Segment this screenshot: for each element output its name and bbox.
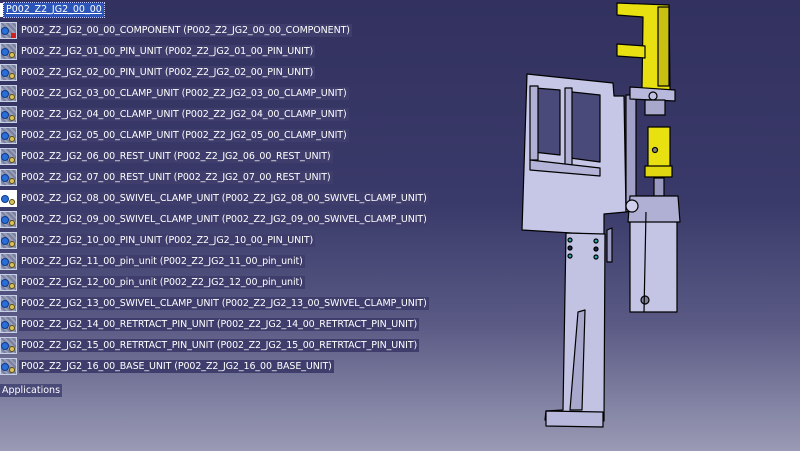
tree-item-label[interactable]: P002_Z2_JG2_06_00_REST_UNIT (P002_Z2_JG2… [19,149,333,163]
tree-item-05-clamp-unit[interactable]: P002_Z2_JG2_05_00_CLAMP_UNIT (P002_Z2_JG… [0,125,349,145]
tree-item-00-component[interactable]: P002_Z2_JG2_00_00_COMPONENT (P002_Z2_JG2… [0,20,352,40]
tree-item-13-swivel-clamp-unit[interactable]: P002_Z2_JG2_13_00_SWIVEL_CLAMP_UNIT (P00… [0,293,429,313]
tree-item-12-pin-unit[interactable]: P002_Z2_JG2_12_00_pin_unit (P002_Z2_JG2_… [0,272,305,292]
product-icon [0,42,17,60]
tree-item-label[interactable]: P002_Z2_JG2_07_00_REST_UNIT (P002_Z2_JG2… [19,170,333,184]
product-icon [0,252,17,270]
tree-item-06-rest-unit[interactable]: P002_Z2_JG2_06_00_REST_UNIT (P002_Z2_JG2… [0,146,333,166]
product-icon [0,84,17,102]
tree-item-15-retract-pin-unit[interactable]: P002_Z2_JG2_15_00_RETRTACT_PIN_UNIT (P00… [0,335,420,355]
tree-root-marker [0,3,3,17]
product-icon [0,273,17,291]
active-product-icon [0,189,17,207]
tree-item-16-base-unit[interactable]: P002_Z2_JG2_16_00_BASE_UNIT (P002_Z2_JG2… [0,356,334,376]
product-icon [0,168,17,186]
product-icon [0,336,17,354]
tree-item-label[interactable]: P002_Z2_JG2_09_00_SWIVEL_CLAMP_UNIT (P00… [19,212,429,226]
product-icon [0,294,17,312]
tree-item-label[interactable]: P002_Z2_JG2_02_00_PIN_UNIT (P002_Z2_JG2_… [19,65,316,79]
tree-item-10-pin-unit[interactable]: P002_Z2_JG2_10_00_PIN_UNIT (P002_Z2_JG2_… [0,230,316,250]
tree-item-label[interactable]: P002_Z2_JG2_00_00_COMPONENT (P002_Z2_JG2… [19,23,352,37]
tree-item-03-clamp-unit[interactable]: P002_Z2_JG2_03_00_CLAMP_UNIT (P002_Z2_JG… [0,83,349,103]
tree-item-label[interactable]: P002_Z2_JG2_03_00_CLAMP_UNIT (P002_Z2_JG… [19,86,349,100]
tree-item-label[interactable]: P002_Z2_JG2_08_00_SWIVEL_CLAMP_UNIT (P00… [19,191,429,205]
tree-item-label[interactable]: P002_Z2_JG2_11_00_pin_unit (P002_Z2_JG2_… [19,254,305,268]
component-icon [0,21,17,39]
tree-item-label[interactable]: P002_Z2_JG2_13_00_SWIVEL_CLAMP_UNIT (P00… [19,296,429,310]
tree-item-label[interactable]: P002_Z2_JG2_04_00_CLAMP_UNIT (P002_Z2_JG… [19,107,349,121]
fixture-assembly-model [521,2,681,428]
tree-item-14-retract-pin-unit[interactable]: P002_Z2_JG2_14_00_RETRTACT_PIN_UNIT (P00… [0,314,420,334]
product-icon [0,63,17,81]
product-icon [0,105,17,123]
tree-item-label[interactable]: P002_Z2_JG2_01_00_PIN_UNIT (P002_Z2_JG2_… [19,44,316,58]
tree-item-label[interactable]: P002_Z2_JG2_05_00_CLAMP_UNIT (P002_Z2_JG… [19,128,349,142]
product-icon [0,315,17,333]
tree-item-label[interactable]: P002_Z2_JG2_15_00_RETRTACT_PIN_UNIT (P00… [19,338,420,352]
tree-item-label[interactable]: P002_Z2_JG2_14_00_RETRTACT_PIN_UNIT (P00… [19,317,420,331]
tree-item-08-swivel-clamp-unit[interactable]: P002_Z2_JG2_08_00_SWIVEL_CLAMP_UNIT (P00… [0,188,429,208]
tree-root[interactable]: P002_Z2_JG2_00_00 [0,2,105,18]
tree-root-label[interactable]: P002_Z2_JG2_00_00 [3,2,105,18]
tree-applications-node[interactable]: Applications [0,384,63,397]
tree-item-02-pin-unit[interactable]: P002_Z2_JG2_02_00_PIN_UNIT (P002_Z2_JG2_… [0,62,316,82]
product-icon [0,126,17,144]
tree-item-04-clamp-unit[interactable]: P002_Z2_JG2_04_00_CLAMP_UNIT (P002_Z2_JG… [0,104,349,124]
product-icon [0,147,17,165]
tree-item-11-pin-unit[interactable]: P002_Z2_JG2_11_00_pin_unit (P002_Z2_JG2_… [0,251,305,271]
tree-item-07-rest-unit[interactable]: P002_Z2_JG2_07_00_REST_UNIT (P002_Z2_JG2… [0,167,333,187]
product-icon [0,231,17,249]
product-icon [0,357,17,375]
tree-item-label[interactable]: P002_Z2_JG2_10_00_PIN_UNIT (P002_Z2_JG2_… [19,233,316,247]
tree-item-09-swivel-clamp-unit[interactable]: P002_Z2_JG2_09_00_SWIVEL_CLAMP_UNIT (P00… [0,209,429,229]
tree-item-01-pin-unit[interactable]: P002_Z2_JG2_01_00_PIN_UNIT (P002_Z2_JG2_… [0,41,316,61]
product-icon [0,210,17,228]
tree-item-label[interactable]: P002_Z2_JG2_12_00_pin_unit (P002_Z2_JG2_… [19,275,305,289]
tree-item-label[interactable]: P002_Z2_JG2_16_00_BASE_UNIT (P002_Z2_JG2… [19,359,334,373]
